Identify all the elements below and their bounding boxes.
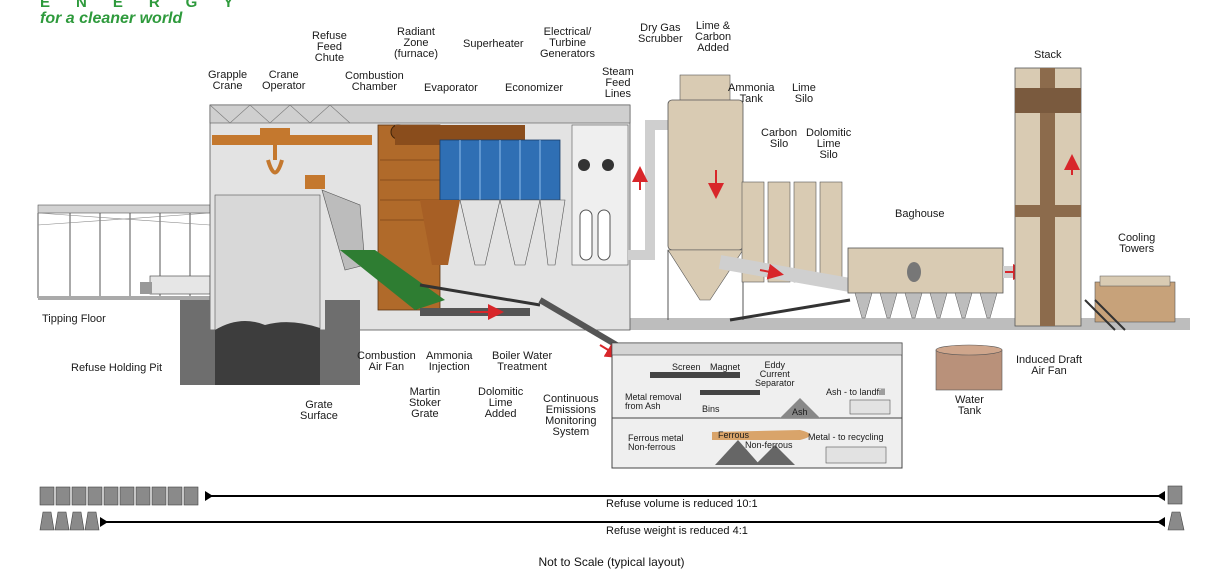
flue-duct	[628, 120, 680, 260]
ferrous-flow-arrow	[712, 430, 810, 440]
label-carbon-silo: Carbon Silo	[761, 127, 798, 150]
trash-can-icon	[183, 486, 199, 506]
label-metal-removal: Metal removal from Ash	[625, 392, 682, 411]
label-combustion-air-fan: Combustion Air Fan	[357, 350, 416, 373]
label-ammonia-injection: Ammonia Injection	[426, 350, 473, 373]
label-superheater: Superheater	[463, 38, 524, 50]
label-martin-stoker-grate: Martin Stoker Grate	[409, 386, 441, 420]
label-cooling-towers: Cooling Towers	[1118, 232, 1156, 255]
trash-bag-icon	[69, 511, 85, 531]
label-refuse-feed-chute: Refuse Feed Chute	[312, 30, 347, 64]
trash-can-icon	[135, 486, 151, 506]
volume-reduction-text: Refuse volume is reduced 10:1	[606, 498, 758, 510]
label-combustion-chamber: Combustion Chamber	[345, 70, 404, 93]
label-ferrous: Ferrous	[718, 430, 750, 440]
turbine-generators	[571, 124, 629, 266]
label-steam-feed-lines: Steam Feed Lines	[602, 66, 634, 100]
baghouse	[847, 247, 1004, 319]
label-radiant-zone: Radiant Zone (furnace)	[394, 26, 439, 60]
truck	[149, 275, 211, 295]
economizer-hoppers	[420, 199, 566, 266]
trash-bag-icon	[54, 511, 70, 531]
label-grate-surface: Grate Surface	[300, 399, 338, 422]
trash-can-icon	[151, 486, 167, 506]
superheater	[439, 139, 561, 201]
label-boiler-water-treatment: Boiler Water Treatment	[492, 350, 553, 373]
label-lime-silo: Lime Silo	[792, 82, 816, 105]
label-turbine-generators: Electrical/ Turbine Generators	[540, 26, 596, 60]
trash-can-icon	[103, 486, 119, 506]
trash-can-reduced	[1167, 485, 1183, 505]
cooling-towers	[1084, 275, 1176, 331]
label-ash: Ash	[792, 407, 808, 417]
trash-can-row	[39, 486, 199, 506]
silos	[741, 181, 843, 283]
label-ash-landfill: Ash - to landfill	[826, 387, 886, 397]
water-tank	[935, 344, 1003, 391]
label-water-tank: Water Tank	[955, 394, 984, 417]
label-magnet: Magnet	[710, 362, 741, 372]
trash-can-icon	[167, 486, 183, 506]
trash-can-icon	[87, 486, 103, 506]
label-economizer: Economizer	[505, 82, 564, 94]
label-baghouse: Baghouse	[895, 208, 945, 220]
trash-bag-icon	[39, 511, 55, 531]
label-metal-recycling: Metal - to recycling	[808, 432, 884, 442]
tipping-floor-shed	[37, 204, 211, 300]
trash-bag-icon	[84, 511, 100, 531]
scrubber-to-baghouse-duct	[718, 255, 852, 292]
trash-bag-reduced	[1167, 511, 1185, 531]
brand-tagline: for a cleaner world	[40, 10, 183, 27]
label-eddy-current: Eddy Current Separator	[755, 360, 795, 388]
label-tipping-floor: Tipping Floor	[42, 313, 106, 325]
label-cems: Continuous Emissions Monitoring System	[543, 393, 599, 438]
label-screen: Screen	[672, 362, 701, 372]
ash-incline-conveyor	[538, 297, 627, 353]
trash-can-icon	[71, 486, 87, 506]
label-refuse-holding-pit: Refuse Holding Pit	[71, 362, 163, 374]
label-bins: Bins	[702, 404, 720, 414]
ash-handling-plant	[611, 342, 903, 469]
trash-bag-row	[39, 511, 100, 531]
label-non-ferrous: Non-ferrous	[745, 440, 793, 450]
trash-can-icon	[55, 486, 71, 506]
reduction-bars	[100, 491, 1165, 527]
weight-reduction-text: Refuse weight is reduced 4:1	[606, 525, 748, 537]
label-crane-operator: Crane Operator	[262, 69, 306, 92]
refuse-holding-pit	[180, 194, 360, 385]
footnote: Not to Scale (typical layout)	[538, 555, 685, 569]
brand-logo: ENERGY for a cleaner world	[40, 0, 259, 28]
label-ferrous-metal: Ferrous metal Non-ferrous	[628, 433, 684, 452]
trash-can-icon	[119, 486, 135, 506]
label-ammonia-tank: Ammonia Tank	[728, 82, 775, 105]
label-dolomitic-lime-silo: Dolomitic Lime Silo	[806, 127, 852, 161]
grapple-crane-claw	[266, 145, 284, 175]
martin-stoker-grate	[340, 250, 445, 310]
label-stack: Stack	[1034, 49, 1062, 61]
label-evaporator: Evaporator	[424, 82, 478, 94]
label-lime-carbon-added: Lime & Carbon Added	[695, 20, 732, 54]
label-dry-gas-scrubber: Dry Gas Scrubber	[638, 22, 683, 45]
dry-gas-scrubber	[632, 74, 744, 320]
label-induced-draft-fan: Induced Draft Air Fan	[1016, 354, 1083, 377]
brand-word: ENERGY	[40, 0, 260, 11]
stack	[1014, 67, 1082, 327]
label-grapple-crane: Grapple Crane	[208, 69, 248, 92]
trash-can-icon	[39, 486, 55, 506]
label-dolomitic-lime-added: Dolomitic Lime Added	[478, 386, 524, 420]
